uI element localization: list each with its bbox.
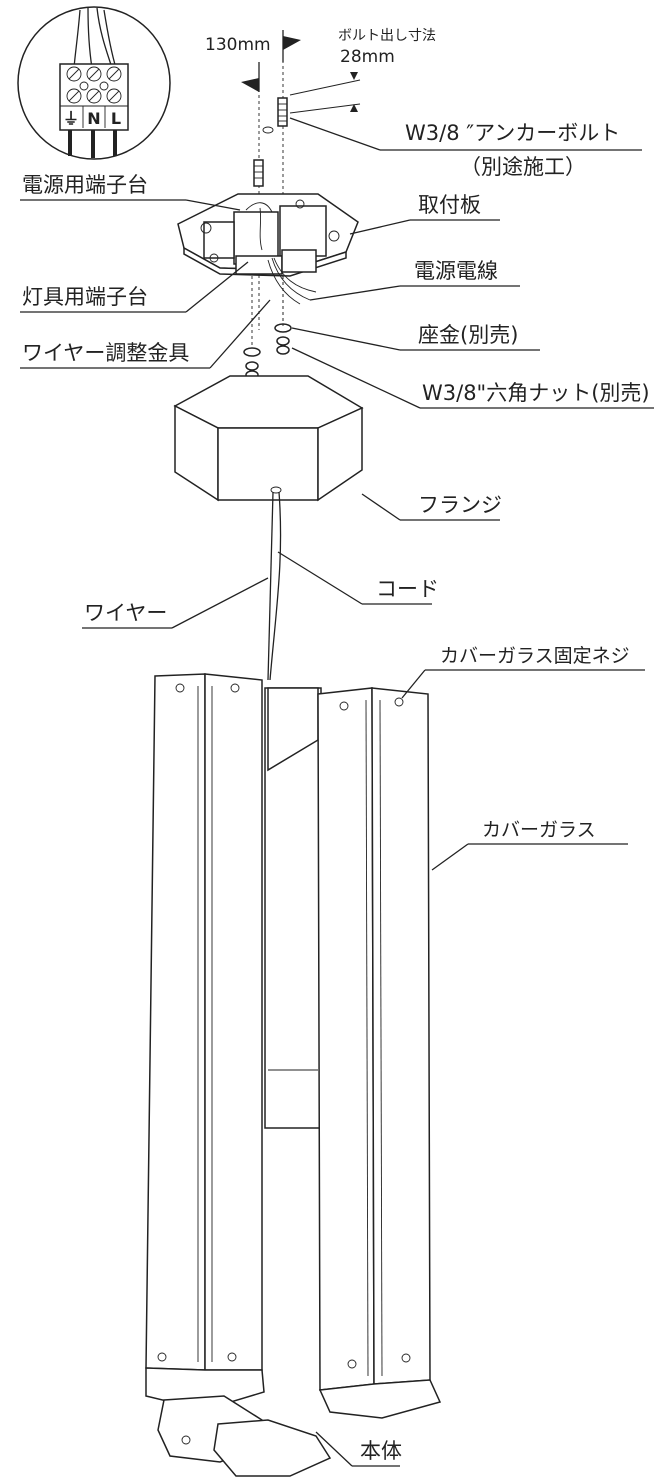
screw-icon (175, 683, 185, 693)
anchor-bolts (253, 97, 288, 187)
screw-icon (66, 66, 122, 104)
label-body: 本体 (360, 1439, 402, 1463)
label-washer: 座金(別売) (418, 323, 518, 347)
label-cord: コード (376, 577, 439, 601)
mounting-plate (177, 193, 359, 305)
suspension-wire (267, 491, 274, 681)
right-cover-glass (317, 687, 442, 1419)
arrow-icon (350, 104, 358, 112)
screw-icon (339, 701, 349, 711)
arrow-icon (241, 78, 259, 92)
label-wire: ワイヤー (84, 601, 167, 625)
label-anchor-note: （別途施工） (460, 155, 586, 179)
spacing-dimension: 130mm (205, 35, 271, 55)
label-wire-adjuster: ワイヤー調整金具 (22, 341, 189, 365)
label-power-terminal: 電源用端子台 (22, 173, 148, 197)
leader-lines (20, 117, 654, 1467)
arrow-icon (350, 72, 358, 80)
left-cover-glass (145, 673, 265, 1411)
fixture-body (145, 673, 442, 1477)
screw-icon (181, 1435, 191, 1445)
screw-icon (227, 1352, 237, 1362)
screw-icon (157, 1352, 167, 1362)
screw-icon (394, 697, 404, 707)
bolt-protrusion-value: 28mm (340, 47, 395, 67)
label-power-cable: 電源電線 (414, 259, 498, 283)
flange (173, 375, 364, 502)
terminal-n-label: N (87, 109, 100, 128)
label-anchor-bolt: W3/8 ″アンカーボルト (405, 121, 620, 145)
terminal-block-inset: ⏚ N L (17, 6, 171, 160)
arrow-icon (283, 36, 301, 50)
screw-icon (230, 683, 240, 693)
label-cover-screw: カバーガラス固定ネジ (440, 645, 630, 667)
washers-nuts (243, 276, 292, 380)
bolt-protrusion-label: ボルト出し寸法 (338, 28, 436, 44)
earth-icon: ⏚ (63, 109, 79, 128)
screw-icon (347, 1359, 357, 1369)
label-flange: フランジ (418, 493, 502, 517)
terminal-l-label: L (111, 109, 121, 128)
label-hex-nut: W3/8"六角ナット(別売) (422, 381, 650, 405)
dimension-28: ボルト出し寸法 28mm (289, 28, 436, 114)
label-lamp-terminal: 灯具用端子台 (22, 285, 148, 309)
label-mounting-plate: 取付板 (418, 193, 481, 217)
power-cord (269, 491, 282, 681)
bottom-hex (213, 1419, 332, 1477)
power-terminal-box (279, 205, 327, 257)
screw-icon (401, 1353, 411, 1363)
label-cover-glass: カバーガラス (482, 819, 596, 841)
